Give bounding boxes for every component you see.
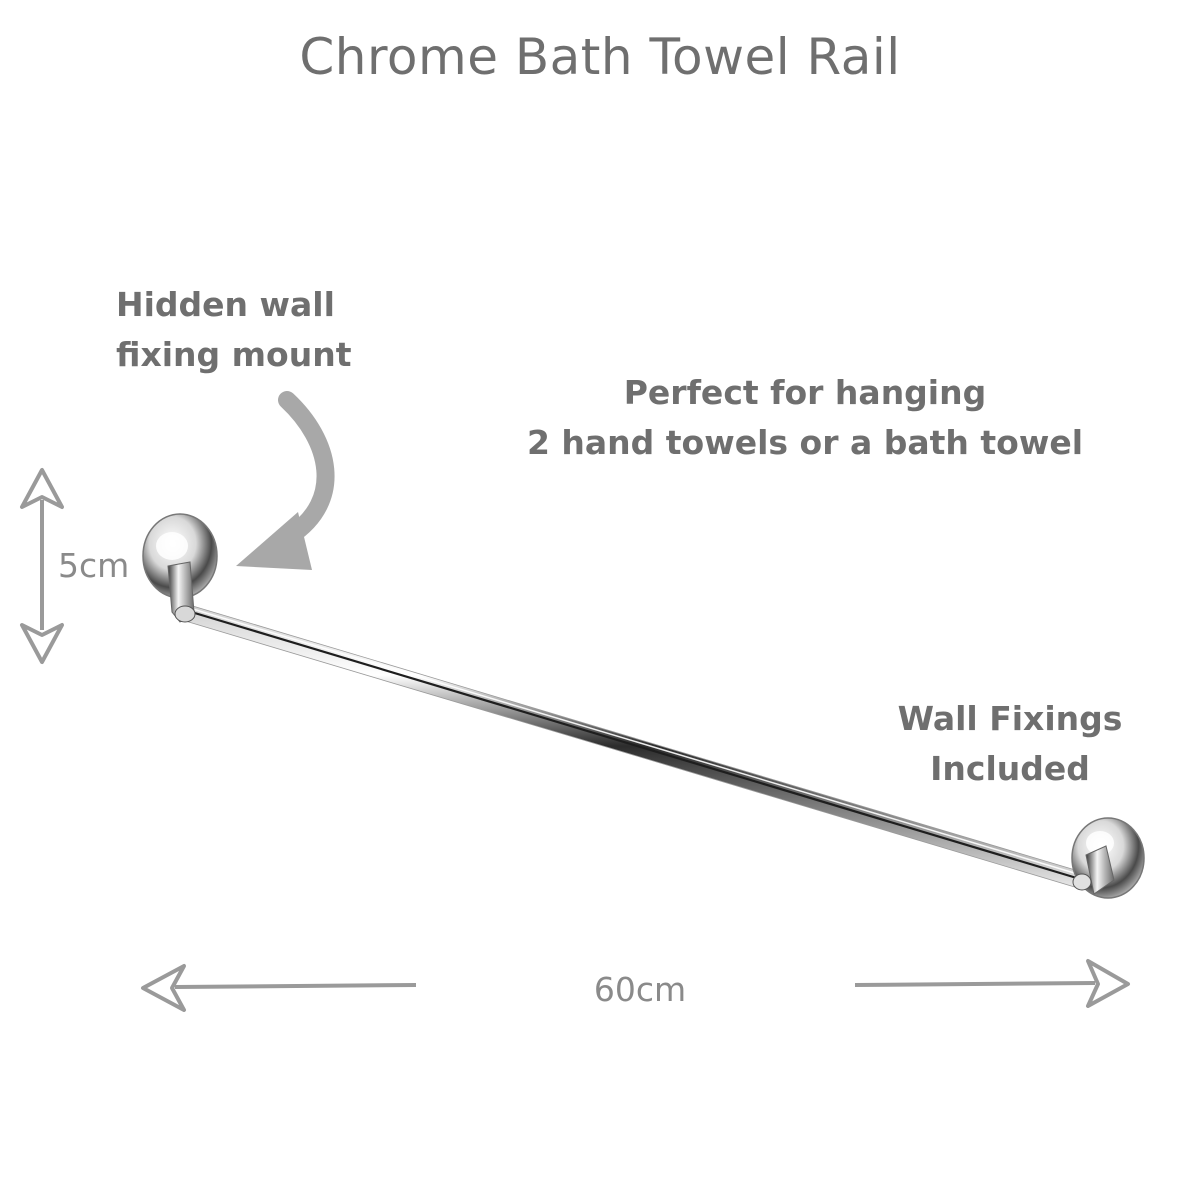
usage-line2: 2 hand towels or a bath towel (526, 423, 1084, 462)
height-dimension-label: 5cm (58, 546, 130, 585)
hidden-mount-line1: Hidden wall (116, 285, 335, 324)
height-double-arrow-icon (20, 468, 64, 664)
page-title: Chrome Bath Towel Rail (299, 28, 901, 86)
usage-annotation: Perfect for hanging 2 hand towels or a b… (500, 368, 1110, 468)
fixings-annotation: Wall Fixings Included (870, 694, 1150, 794)
fixings-line2: Included (930, 749, 1090, 788)
hidden-mount-line2: fixing mount (116, 335, 352, 374)
fixings-line1: Wall Fixings (897, 699, 1123, 738)
width-dimension-label: 60cm (593, 970, 687, 1009)
towel-bar (181, 603, 1083, 889)
curved-arrow-icon (236, 391, 335, 570)
left-wall-mount (142, 513, 218, 623)
width-double-arrow-icon (141, 959, 1130, 1012)
hidden-mount-annotation: Hidden wall fixing mount (116, 280, 351, 380)
right-wall-mount (1071, 817, 1145, 899)
usage-line1: Perfect for hanging (623, 373, 987, 412)
